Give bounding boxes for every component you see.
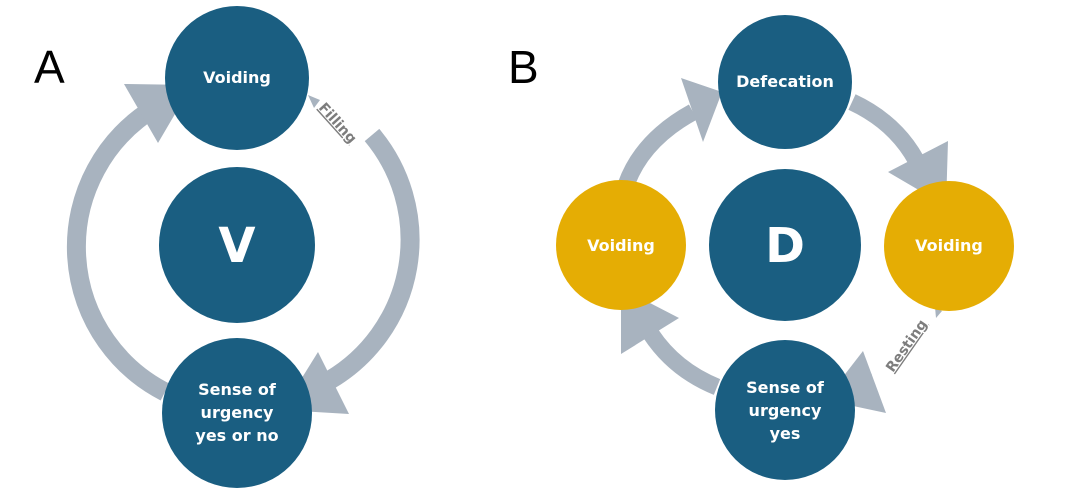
- panel-b-urgency-line-2: urgency: [749, 401, 822, 420]
- panel-b-node-voiding-left: Voiding: [556, 180, 686, 310]
- panel-b-urgency-line-3: yes: [770, 424, 801, 443]
- panel-a-arrow-right-arc: [325, 128, 420, 389]
- panel-b-letter: B: [508, 41, 539, 93]
- panel-b-node-center: D: [709, 169, 861, 321]
- panel-a-node-voiding-label: Voiding: [203, 68, 271, 87]
- panel-b-arrowhead-to-defecation: [681, 78, 722, 142]
- panel-b-node-voiding-right: Voiding: [884, 181, 1014, 311]
- panel-b-arrow-bottom-to-left-arc: [643, 329, 721, 395]
- panel-a: A Voiding V Sense of urgency yes or no F…: [34, 6, 420, 488]
- panel-b-node-defecation: Defecation: [718, 15, 852, 149]
- panel-b-center-label: D: [765, 218, 805, 274]
- panel-a-node-urgency: Sense of urgency yes or no: [162, 338, 312, 488]
- panel-b-node-urgency: Sense of urgency yes: [715, 340, 855, 480]
- panel-a-urgency-line-3: yes or no: [195, 426, 278, 445]
- panel-a-center-label: V: [218, 218, 255, 274]
- panel-a-node-center: V: [159, 167, 315, 323]
- panel-a-edge-label-filling: Filling: [315, 100, 360, 147]
- panel-a-arrow-right-stub: [308, 95, 320, 108]
- panel-a-node-voiding: Voiding: [165, 6, 309, 150]
- panel-b-arrow-left-to-top-arc: [617, 104, 698, 189]
- panel-a-urgency-line-2: urgency: [201, 403, 274, 422]
- panel-b-node-voiding-left-label: Voiding: [587, 236, 655, 255]
- panel-b-node-defecation-label: Defecation: [736, 72, 834, 91]
- panel-b-node-voiding-right-label: Voiding: [915, 236, 983, 255]
- panel-a-urgency-line-1: Sense of: [198, 380, 277, 399]
- panel-b-arrow-top-to-right-arc: [848, 94, 924, 165]
- panel-b: B Defecation D Voiding Voiding: [508, 15, 1014, 480]
- panel-a-arrow-left-arc: [66, 104, 170, 401]
- panel-b-urgency-line-1: Sense of: [746, 378, 825, 397]
- panel-a-letter: A: [34, 41, 65, 93]
- panel-b-edge-label-resting: Resting: [883, 317, 931, 375]
